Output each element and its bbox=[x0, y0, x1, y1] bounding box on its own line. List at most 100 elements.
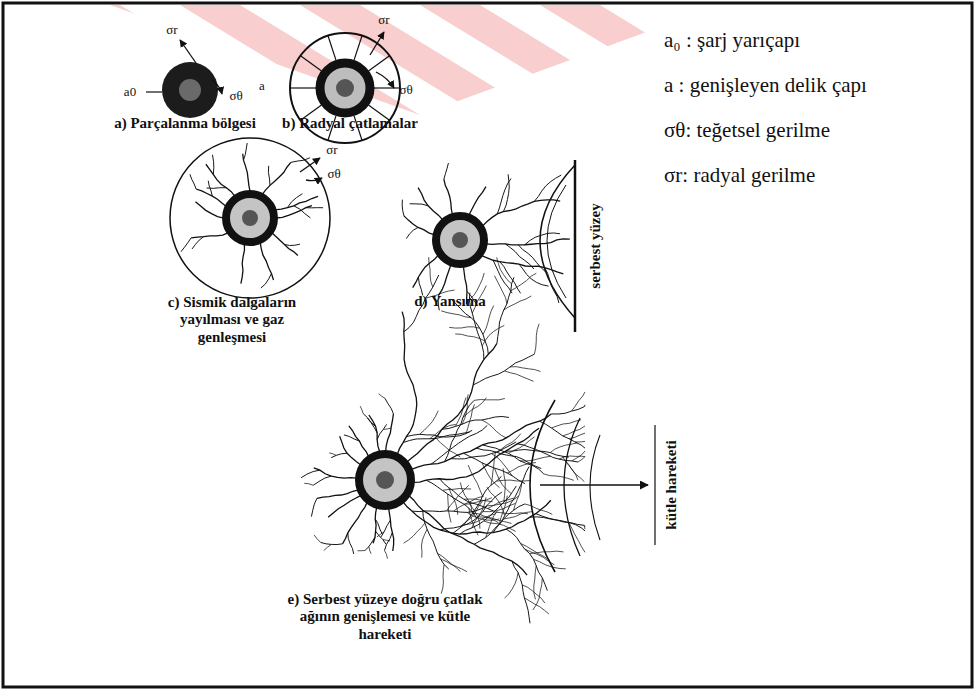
stress-symbol: σθ bbox=[229, 89, 242, 104]
crack-line bbox=[530, 551, 564, 553]
crack-line bbox=[469, 187, 486, 216]
crack-line bbox=[534, 324, 539, 354]
crack-line bbox=[534, 175, 561, 201]
crack-line bbox=[260, 242, 273, 280]
crack-line bbox=[195, 202, 224, 218]
crack-line bbox=[525, 504, 552, 514]
crack-line bbox=[464, 498, 492, 504]
crack-line bbox=[504, 371, 533, 381]
crack-line bbox=[444, 163, 449, 179]
crack-line bbox=[497, 257, 512, 283]
crack-line bbox=[449, 327, 480, 328]
crack-line bbox=[389, 508, 394, 551]
crack-line bbox=[207, 187, 227, 189]
crack-line bbox=[379, 394, 385, 399]
crack-line bbox=[460, 482, 472, 513]
crack-line bbox=[384, 532, 392, 550]
crack-line bbox=[545, 268, 559, 303]
crack-line bbox=[482, 445, 543, 474]
crack-line bbox=[192, 237, 204, 249]
crack-line bbox=[504, 296, 532, 310]
crack-line bbox=[196, 189, 226, 207]
crack-line bbox=[559, 456, 585, 459]
crack-line bbox=[354, 36, 362, 61]
seismic-waves bbox=[170, 138, 330, 298]
radius-symbol: a bbox=[259, 79, 265, 94]
mass-movement bbox=[301, 257, 655, 623]
crack-line bbox=[328, 495, 361, 517]
crack-line bbox=[572, 451, 585, 461]
crack-line bbox=[365, 537, 375, 550]
crack-line bbox=[473, 354, 534, 385]
crack-line bbox=[544, 474, 574, 480]
crack-line bbox=[384, 550, 387, 558]
panel-caption: e) Serbest yüzeye doğru çatlak ağının ge… bbox=[280, 591, 490, 643]
crack-line bbox=[509, 437, 535, 453]
crack-line bbox=[324, 544, 332, 550]
stress-symbol: σθ bbox=[327, 167, 340, 182]
crack-line bbox=[478, 517, 511, 524]
crack-line bbox=[494, 512, 528, 514]
crack-line bbox=[488, 498, 515, 509]
crack-line bbox=[311, 498, 317, 516]
crack-line bbox=[241, 243, 245, 283]
crack-line bbox=[505, 573, 518, 598]
crack-line bbox=[373, 507, 377, 543]
crack-line bbox=[212, 155, 213, 175]
crack-line bbox=[503, 174, 509, 211]
crack-line bbox=[512, 561, 530, 623]
crack-line bbox=[578, 456, 585, 462]
crack-line bbox=[406, 227, 418, 238]
crack-line bbox=[447, 485, 469, 511]
crack-line bbox=[314, 535, 321, 542]
crack-line bbox=[453, 476, 502, 533]
crack-line bbox=[533, 559, 565, 569]
crack-line bbox=[418, 188, 443, 221]
crack-line bbox=[497, 277, 514, 343]
crack-line bbox=[539, 421, 585, 448]
crack-line bbox=[243, 143, 247, 160]
crack-line bbox=[304, 483, 313, 485]
crack-line bbox=[525, 549, 555, 565]
panel-caption: b) Radyal çatlamalar bbox=[250, 115, 450, 132]
crack-line bbox=[421, 529, 427, 557]
crack-line bbox=[349, 426, 369, 457]
surface-label: serbest yüzey bbox=[587, 203, 604, 288]
crack-line bbox=[525, 233, 560, 245]
key-entry: a₀ : şarj yarıçapı bbox=[664, 28, 800, 52]
crack-line bbox=[275, 196, 318, 210]
crack-line bbox=[510, 367, 540, 372]
crack-line bbox=[397, 312, 417, 455]
crack-line bbox=[301, 56, 322, 71]
crack-line bbox=[569, 433, 585, 439]
stress-symbol: σr bbox=[166, 23, 177, 38]
crack-line bbox=[321, 542, 343, 544]
crack-line bbox=[381, 520, 391, 537]
crack-line bbox=[403, 500, 551, 534]
crack-line bbox=[494, 468, 511, 493]
crack-line bbox=[500, 262, 521, 294]
crack-line bbox=[484, 521, 516, 531]
crack-line bbox=[348, 533, 354, 554]
crack-line bbox=[442, 416, 509, 429]
crack-line bbox=[268, 166, 270, 186]
stress-symbol: σr bbox=[326, 143, 337, 158]
crack-line bbox=[440, 479, 494, 511]
crack-line bbox=[402, 200, 404, 216]
crack-line bbox=[440, 492, 502, 530]
crack-line bbox=[369, 415, 380, 452]
crack-line bbox=[314, 468, 357, 478]
crack-line bbox=[374, 87, 400, 88]
crack-line bbox=[329, 453, 336, 456]
crack-line bbox=[455, 334, 485, 341]
crack-line bbox=[376, 531, 386, 544]
crack-line bbox=[386, 414, 394, 452]
crack-line bbox=[482, 420, 507, 438]
crack-line bbox=[474, 399, 505, 401]
crack-line bbox=[357, 550, 364, 551]
key-entry: σθ: teğetsel gerilme bbox=[664, 118, 830, 142]
crack-line bbox=[551, 420, 581, 428]
crack-line bbox=[533, 578, 542, 610]
crack-line bbox=[413, 428, 539, 482]
